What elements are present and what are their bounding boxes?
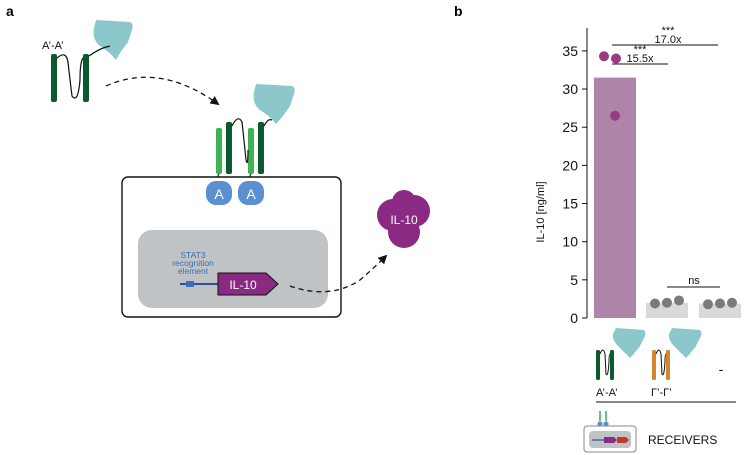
nucleus [138, 230, 328, 308]
promoter-label-line3: element [178, 266, 209, 276]
ligand-icon-a: A’-A’ [596, 328, 646, 399]
receptor-linker [88, 45, 111, 57]
data-point [662, 297, 672, 308]
y-tick-label: 20 [562, 157, 578, 173]
ligand-shape [612, 328, 646, 358]
significance-ns: ns [688, 275, 700, 287]
mini-gene [604, 437, 617, 443]
ligand-icon-gamma: Γ’-Γ’ [651, 328, 702, 399]
data-point [715, 298, 725, 309]
receptor-helix [610, 350, 614, 380]
receptor-linker [599, 349, 611, 376]
secreted-il10: IL-10 [377, 190, 430, 248]
panel-b-label: b [454, 3, 463, 19]
secreted-il10-label: IL-10 [390, 213, 418, 227]
ligand-shape [253, 84, 295, 124]
ligand-label-none: - [719, 361, 724, 377]
y-tick-label: 0 [570, 310, 578, 326]
y-ticks: 0 5 10 15 20 25 30 35 [562, 43, 587, 326]
receptor-domain-right: A [238, 181, 264, 205]
receptor-helix [216, 128, 222, 174]
receptor-linker [231, 118, 249, 163]
data-point [674, 295, 684, 306]
receptor-mini-domain [597, 421, 603, 427]
receivers-label: RECEIVERS [648, 433, 717, 447]
receptor-linker [56, 54, 84, 99]
receivers-icon [583, 411, 637, 453]
promoter-label-line2: recognition [172, 258, 214, 268]
data-point [727, 297, 737, 308]
receptor-mini-domain [603, 421, 609, 427]
y-tick-label: 10 [562, 234, 578, 250]
receptor-linker [263, 119, 273, 127]
bound-receptor-dimer [216, 84, 295, 185]
promoter-label-line1: STAT3 [180, 250, 205, 260]
il10-gene-label: IL-10 [229, 278, 257, 292]
significance-stars: *** [634, 44, 648, 56]
receptor-helix [666, 350, 670, 380]
mini-gene-reporter [617, 437, 629, 443]
receptor-intracellular-domain [206, 181, 232, 205]
unbound-receptor: A’-A’ [42, 20, 133, 102]
receptor-helix [652, 350, 656, 380]
receptor-helix [596, 350, 600, 380]
dimer-label: A’-A’ [42, 40, 64, 52]
receptor-linker [655, 349, 667, 376]
y-tick-label: 5 [570, 272, 578, 288]
panel-a-label: a [6, 3, 14, 19]
data-point [650, 298, 660, 309]
ligand-label-gamma: Γ’-Γ’ [651, 387, 672, 399]
promoter-element [186, 281, 194, 287]
y-tick-label: 30 [562, 81, 578, 97]
fold-change: 15.5x [627, 53, 654, 65]
y-axis-label: IL-10 [ng/ml] [535, 181, 547, 242]
data-point [703, 299, 713, 310]
fold-change: 17.0x [655, 34, 682, 46]
y-tick-label: 35 [562, 43, 578, 59]
receptor-helix [83, 54, 89, 102]
il10-blob [388, 216, 420, 248]
receptor-helix [51, 54, 57, 102]
il10-blob [392, 190, 416, 214]
secretion-arrow [289, 254, 388, 293]
significance-stars: *** [662, 25, 676, 37]
y-tick-label: 15 [562, 196, 578, 212]
data-point [610, 110, 620, 121]
data-points [599, 51, 737, 310]
ligand-shape [93, 20, 133, 60]
ligand-label-a: A’-A’ [596, 387, 618, 399]
receptor-helix [226, 122, 232, 174]
receptor-helix [258, 122, 264, 174]
receptor-domain-left: A [206, 181, 232, 205]
receptor-letter: A [246, 186, 256, 202]
binding-arrow [105, 76, 220, 106]
ligand-shape [668, 328, 702, 358]
y-tick-label: 25 [562, 119, 578, 135]
bar-chart: 0 5 10 15 20 25 30 35 [562, 28, 741, 326]
il10-gene [217, 272, 279, 296]
receptor-letter: A [214, 186, 224, 202]
data-point [599, 51, 609, 62]
data-point [611, 53, 621, 64]
receptor-intracellular-domain [238, 181, 264, 205]
receptor-helix [248, 128, 254, 174]
